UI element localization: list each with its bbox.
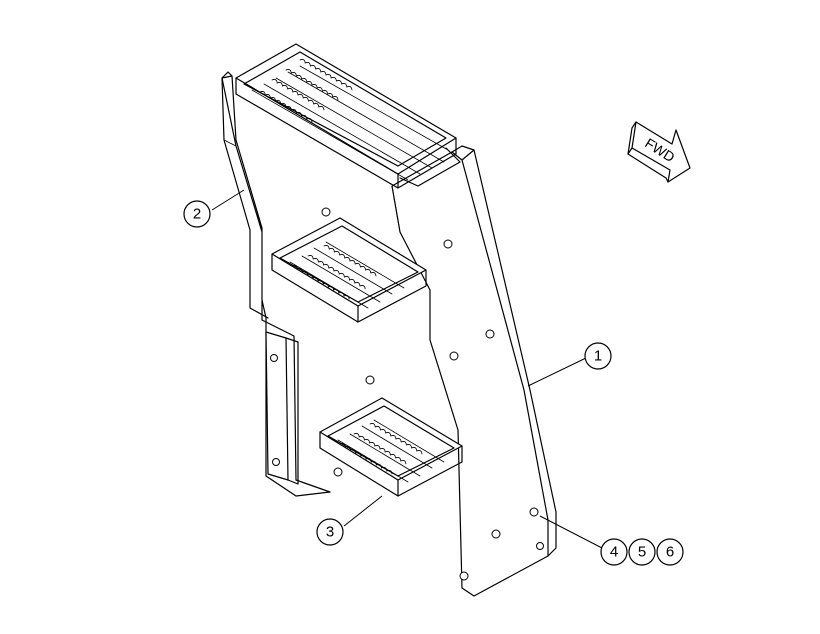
- lower-left-bracket: [265, 331, 299, 485]
- callout-4-label: 4: [610, 544, 618, 561]
- middle-tread-serrations: [291, 245, 377, 300]
- leader-4: [539, 515, 603, 549]
- plate-hole-5: [491, 529, 501, 539]
- bottom-tread-serrations: [339, 423, 423, 475]
- middle-step-tread: [271, 207, 427, 323]
- callout-6: 6: [656, 538, 684, 566]
- callout-2-label: 2: [193, 206, 201, 223]
- bracket-hole-lower: [272, 458, 280, 466]
- forward-direction-arrow-icon: FWD: [627, 121, 691, 183]
- plate-hole-1: [443, 239, 453, 249]
- plate-hole-2: [485, 329, 495, 339]
- callout-1-label: 1: [594, 348, 602, 365]
- plate-hole-7: [459, 571, 469, 581]
- callout-4: 4: [600, 538, 628, 566]
- callout-3: 3: [316, 518, 344, 546]
- lower-step-bolt-2: [333, 467, 343, 477]
- leader-lines: [211, 189, 603, 549]
- callout-5: 5: [628, 538, 656, 566]
- bracket-hole-upper: [270, 354, 278, 362]
- callout-6-label: 6: [666, 544, 674, 561]
- callout-3-label: 3: [326, 524, 334, 541]
- lower-step-bolt-1: [365, 375, 375, 385]
- plate-hole-6: [536, 542, 544, 550]
- right-side-plate: [391, 145, 557, 597]
- middle-step-bolt: [321, 207, 331, 217]
- plate-hole-4: [529, 507, 539, 517]
- leader-2: [211, 189, 245, 211]
- top-tread-serrations: [259, 59, 353, 123]
- callout-5-label: 5: [638, 544, 646, 561]
- top-step-tread: [235, 43, 461, 189]
- leader-3: [343, 495, 383, 527]
- bottom-step-tread: [319, 375, 463, 497]
- plate-hole-3: [449, 351, 459, 361]
- leader-1: [527, 357, 587, 387]
- callout-1: 1: [584, 342, 612, 370]
- callout-2: 2: [183, 200, 211, 228]
